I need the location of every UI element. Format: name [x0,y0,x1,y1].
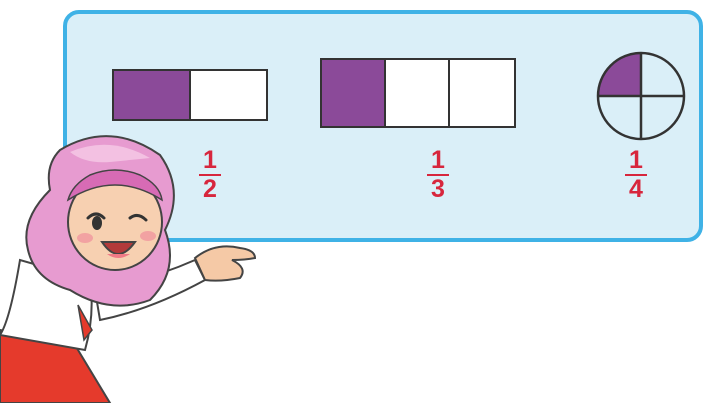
fraction-label-quarter: 1 4 [616,147,656,203]
girl-pointing-icon [0,130,280,403]
quarter-numerator: 1 [616,147,656,174]
third-rectangle [319,57,517,129]
half-part-shaded [113,70,190,120]
third-numerator: 1 [418,147,458,174]
fraction-label-third: 1 3 [418,147,458,203]
half-rectangle [111,68,269,122]
third-part-empty-1 [385,59,449,127]
quarter-circle [595,50,687,142]
third-part-shaded [321,59,385,127]
third-denominator: 3 [418,176,458,203]
third-part-empty-2 [449,59,515,127]
quarter-denominator: 4 [616,176,656,203]
half-part-empty [190,70,267,120]
